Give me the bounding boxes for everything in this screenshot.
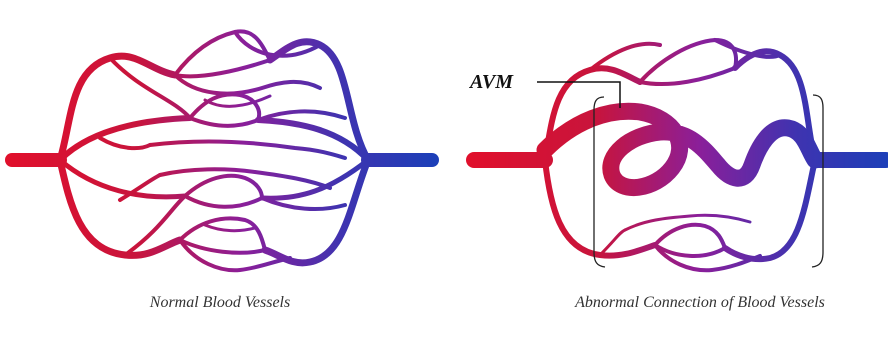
avm-vessel-network (474, 40, 886, 270)
capillary (175, 31, 270, 75)
avm-label: AVM (468, 71, 514, 93)
vein-branch-upper (270, 42, 368, 160)
avm-leader-line (537, 82, 620, 108)
capillary (180, 240, 265, 253)
capillary (655, 225, 725, 248)
artery-branch-middle (60, 118, 190, 160)
abnormal-caption: Abnormal Connection of Blood Vessels (520, 292, 880, 313)
avm-tortuous-vessel (545, 111, 815, 187)
vein-branch-mid-lower (262, 160, 368, 198)
normal-caption: Normal Blood Vessels (70, 292, 370, 313)
capillary (600, 230, 625, 255)
capillary (625, 215, 750, 230)
capillary (640, 40, 736, 82)
capillary (190, 118, 258, 126)
capillary (125, 196, 185, 255)
capillary (205, 225, 255, 231)
capillary (150, 142, 345, 158)
artery-branch-lower (545, 160, 655, 256)
capillary (100, 138, 150, 148)
capillary (185, 176, 262, 198)
normal-vessel-network (12, 31, 432, 270)
avm-callout: AVM (468, 71, 620, 108)
capillary (185, 196, 262, 207)
capillary (175, 60, 270, 76)
artery-branch-mid-lower (60, 160, 185, 197)
